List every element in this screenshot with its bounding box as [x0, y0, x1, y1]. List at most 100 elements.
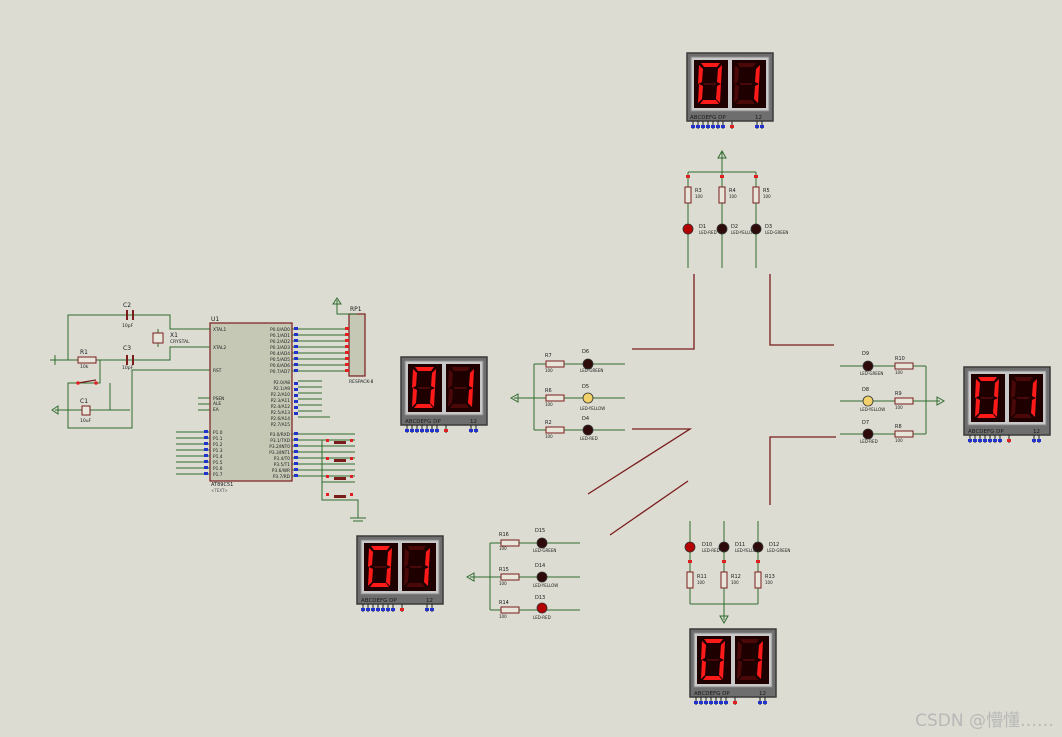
d15-ref: D15 — [535, 528, 545, 534]
r7-value: 100 — [545, 368, 553, 373]
mcu-pin-p1-6: P1.6 — [213, 466, 223, 472]
intersection-road-lines — [587, 274, 836, 536]
r15-value: 100 — [499, 581, 507, 586]
d4-ref: D4 — [582, 416, 589, 422]
display-southwest-pin-label: ABCDEFG DP — [361, 598, 397, 604]
d3-part: LED-GREEN — [765, 230, 788, 235]
capacitor-c3[interactable]: C3 10pF — [122, 345, 134, 371]
r13-value: 100 — [765, 580, 773, 585]
r6-value: 100 — [545, 402, 553, 407]
d2-ref: D2 — [731, 224, 738, 230]
led-d2[interactable] — [716, 223, 728, 235]
mcu-pin-ale: ALE — [213, 401, 221, 407]
d9-ref: D9 — [862, 351, 869, 357]
led-d4[interactable] — [582, 424, 594, 436]
d1-part: LED-RED — [699, 230, 717, 235]
r12-value: 100 — [731, 580, 739, 585]
mcu-pin-p0-6: P0.6/AD6 — [270, 363, 290, 369]
led-d11[interactable] — [718, 541, 730, 553]
mcu-part: AT89C51 — [211, 482, 233, 488]
mcu-pin-p0-0: P0.0/AD0 — [270, 327, 290, 333]
capacitor-c2[interactable]: C2 10pF — [122, 302, 134, 329]
mcu-pin-p2-3: P2.3/A11 — [271, 398, 291, 404]
d4-part: LED-RED — [580, 436, 598, 441]
mcu-pin-p3-3: P3.3/INT1 — [269, 450, 290, 456]
r7-ref: R7 — [545, 353, 552, 359]
display-south-pin-label: ABCDEFG DP — [694, 691, 730, 697]
r9-ref: R9 — [895, 391, 902, 397]
c2-ref: C2 — [123, 302, 131, 309]
mcu-pin-p0-7: P0.7/AD7 — [270, 369, 290, 375]
c1-ref: C1 — [80, 398, 88, 405]
mcu-text-tag: <TEXT> — [211, 488, 228, 493]
mcu-pin-p3-2: P3.2/INT0 — [269, 444, 290, 450]
d2-part: LED-YELLOW — [731, 230, 756, 235]
led-d6[interactable] — [582, 358, 594, 370]
led-d1[interactable] — [682, 223, 694, 235]
led-d9[interactable] — [862, 360, 874, 372]
r8-value: 100 — [895, 438, 903, 443]
d10-part: LED-RED — [702, 548, 720, 553]
reset-button[interactable] — [76, 379, 98, 385]
led-d12[interactable] — [752, 541, 764, 553]
mcu-pin-p1-3: P1.3 — [213, 448, 223, 454]
crystal-x1[interactable]: X1 CRYSTAL — [152, 332, 190, 345]
r6-ref: R6 — [545, 388, 552, 394]
r11-value: 100 — [697, 580, 705, 585]
r8-ref: R8 — [895, 424, 902, 430]
mcu-pin-p1-1: P1.1 — [213, 436, 223, 442]
r4-ref: R4 — [729, 188, 736, 194]
led-d7[interactable] — [862, 428, 874, 440]
r3-value: 100 — [695, 194, 703, 199]
r11-ref: R11 — [697, 574, 707, 580]
led-d10[interactable] — [684, 541, 696, 553]
resistor-pack-rp1[interactable]: RP1 RESPACK-8 — [332, 297, 373, 385]
d15-part: LED-GREEN — [533, 548, 556, 553]
d13-ref: D13 — [535, 595, 545, 601]
led-d3[interactable] — [750, 223, 762, 235]
mcu-pin-p0-4: P0.4/AD4 — [270, 351, 290, 357]
r5-ref: R5 — [763, 188, 770, 194]
led-d13[interactable] — [536, 602, 548, 614]
display-west-com-label: 12 — [470, 419, 477, 425]
capacitor-c1[interactable]: C1 10uF — [80, 398, 92, 424]
d1-ref: D1 — [699, 224, 706, 230]
x1-ref: X1 — [170, 332, 178, 339]
mcu-pin-p0-3: P0.3/AD3 — [270, 345, 290, 351]
r14-value: 100 — [499, 614, 507, 619]
d8-ref: D8 — [862, 387, 869, 393]
x1-part: CRYSTAL — [170, 339, 190, 345]
keypad-buttons[interactable] — [321, 439, 366, 522]
mcu-u1[interactable]: U1 AT89C51 <TEXT> XTAL1 XTAL2 RST PSEN A… — [176, 316, 355, 493]
mcu-pin-p2-5: P2.5/A13 — [271, 410, 291, 416]
r14-ref: R14 — [499, 600, 509, 606]
display-east-pin-label: ABCDEFG DP — [968, 429, 1004, 435]
rp1-ref: RP1 — [350, 306, 362, 313]
mcu-pin-p1-0: P1.0 — [213, 430, 223, 436]
rp1-part: RESPACK-8 — [349, 379, 373, 385]
mcu-pin-p0-5: P0.5/AD5 — [270, 357, 290, 363]
d7-ref: D7 — [862, 420, 869, 426]
led-d15[interactable] — [536, 537, 548, 549]
d14-ref: D14 — [535, 563, 545, 569]
resistor-r1[interactable]: R1 10k — [77, 349, 97, 370]
r1-value: 10k — [80, 364, 89, 370]
display-east-com-label: 12 — [1033, 429, 1040, 435]
led-d5[interactable] — [582, 392, 594, 404]
mcu-pin-rst: RST — [213, 368, 222, 374]
mcu-pin-p2-4: P2.4/A12 — [271, 404, 291, 410]
mcu-pin-p2-0: P2.0/A8 — [273, 380, 290, 386]
d12-part: LED-GREEN — [767, 548, 790, 553]
led-group-west: R7 100 R6 100 R2 100 D6 LED-GREEN D5 LED… — [509, 349, 625, 441]
r13-ref: R13 — [765, 574, 775, 580]
led-group-east: R10 100 R9 100 R8 100 D9 LED-GREEN D8 LE… — [840, 351, 946, 444]
led-d8[interactable] — [862, 395, 874, 407]
display-north-pin-label: ABCDEFG DP — [690, 115, 726, 121]
led-d14[interactable] — [536, 571, 548, 583]
d6-part: LED-GREEN — [580, 368, 603, 373]
d6-ref: D6 — [582, 349, 589, 355]
c3-value: 10pF — [122, 365, 134, 371]
mcu-pin-p3-0: P3.0/RXD — [270, 432, 291, 438]
mcu-pin-psen: PSEN — [213, 396, 224, 402]
